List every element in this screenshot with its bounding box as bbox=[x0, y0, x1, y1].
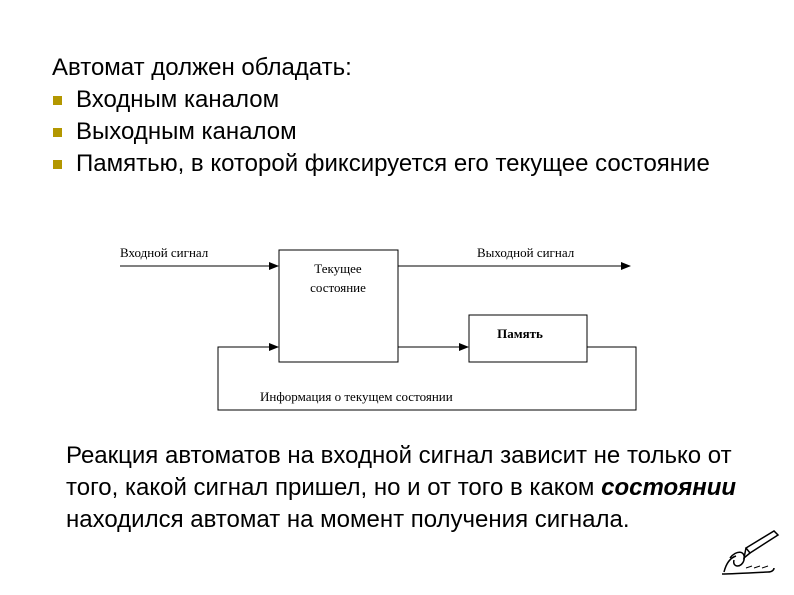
requirements-list: Входным каналом Выходным каналом Памятью… bbox=[52, 84, 752, 180]
conclusion-emphasis: состоянии bbox=[601, 474, 737, 501]
intro-heading: Автомат должен обладать: bbox=[52, 54, 352, 81]
list-item: Памятью, в которой фиксируется его текущ… bbox=[52, 148, 752, 180]
conclusion-text: Реакция автоматов на входной сигнал зави… bbox=[66, 440, 746, 536]
list-item: Входным каналом bbox=[52, 84, 752, 116]
list-item-text: Памятью, в которой фиксируется его текущ… bbox=[76, 150, 710, 177]
intro-block: Автомат должен обладать: Входным каналом… bbox=[52, 52, 752, 180]
pen-note-icon bbox=[721, 530, 780, 575]
list-item: Выходным каналом bbox=[52, 116, 752, 148]
feedback-loop-arrow bbox=[217, 343, 637, 411]
conclusion-after: находился автомат на момент получения си… bbox=[66, 506, 630, 533]
state-box-line1: Текущее bbox=[314, 261, 362, 276]
memory-box bbox=[468, 314, 588, 363]
list-item-text: Выходным каналом bbox=[76, 118, 297, 145]
list-item-text: Входным каналом bbox=[76, 86, 280, 113]
memory-label: Память bbox=[497, 326, 543, 341]
conclusion-before: Реакция автоматов на входной сигнал зави… bbox=[66, 442, 732, 501]
feedback-label: Информация о текущем состоянии bbox=[260, 389, 453, 404]
state-box-line2: состояние bbox=[310, 280, 366, 295]
square-bullet-icon bbox=[53, 96, 62, 105]
square-bullet-icon bbox=[53, 160, 62, 169]
output-signal-label: Выходной сигнал bbox=[477, 245, 575, 260]
input-signal-label: Входной сигнал bbox=[120, 245, 209, 260]
square-bullet-icon bbox=[53, 128, 62, 137]
state-box bbox=[278, 249, 399, 363]
